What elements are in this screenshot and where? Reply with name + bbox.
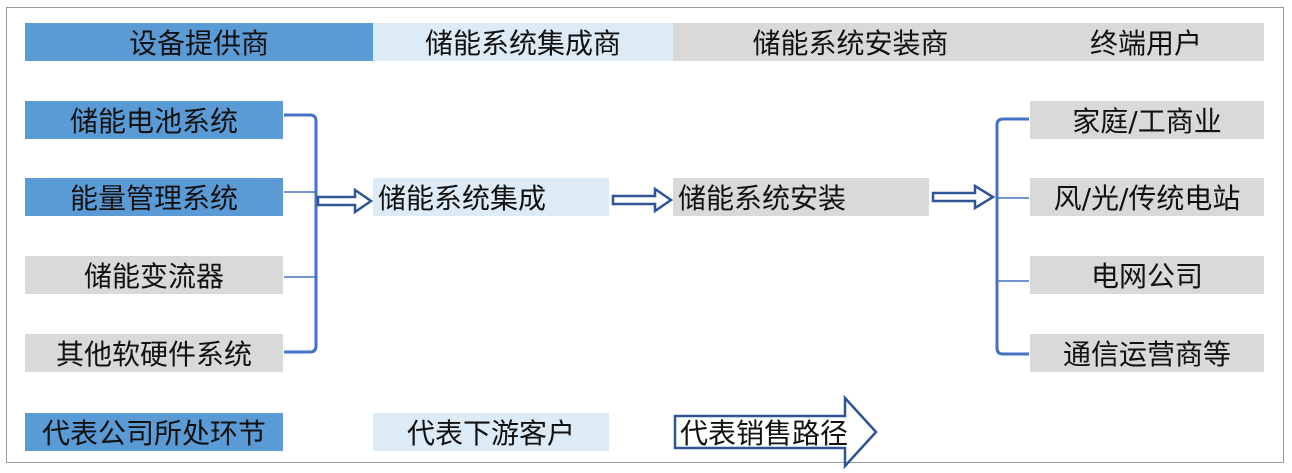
supplier-energy-management: 能量管理系统 [25,178,283,216]
legend-company: 代表公司所处环节 [25,413,283,451]
diagram-frame [6,7,1284,463]
legend-downstream: 代表下游客户 [373,413,609,451]
supplier-other-systems: 其他软硬件系统 [25,334,283,372]
legend-sales-arrow [673,394,878,470]
end-user-home-commercial: 家庭/工商业 [1030,101,1264,139]
supplier-converter: 储能变流器 [25,256,283,294]
end-user-bracket [995,117,1029,356]
end-user-power-stations: 风/光/传统电站 [1030,178,1264,216]
end-user-grid-company: 电网公司 [1030,256,1264,294]
header-integrator: 储能系统集成商 [373,23,673,61]
installation-box: 储能系统安装 [673,178,929,216]
arrow-to-installation [611,186,674,214]
header-installer: 储能系统安装商 [673,23,1028,61]
legend-sales-path-label: 代表销售路径 [680,417,849,450]
integration-box: 储能系统集成 [373,178,609,216]
supplier-battery-system: 储能电池系统 [25,101,283,139]
header-end-user: 终端用户 [1028,23,1264,61]
header-supplier: 设备提供商 [25,23,373,61]
arrow-to-end-users [931,183,996,211]
end-user-telecom: 通信运营商等 [1030,334,1264,372]
supplier-bracket [284,113,318,354]
arrow-to-integration [316,187,374,215]
